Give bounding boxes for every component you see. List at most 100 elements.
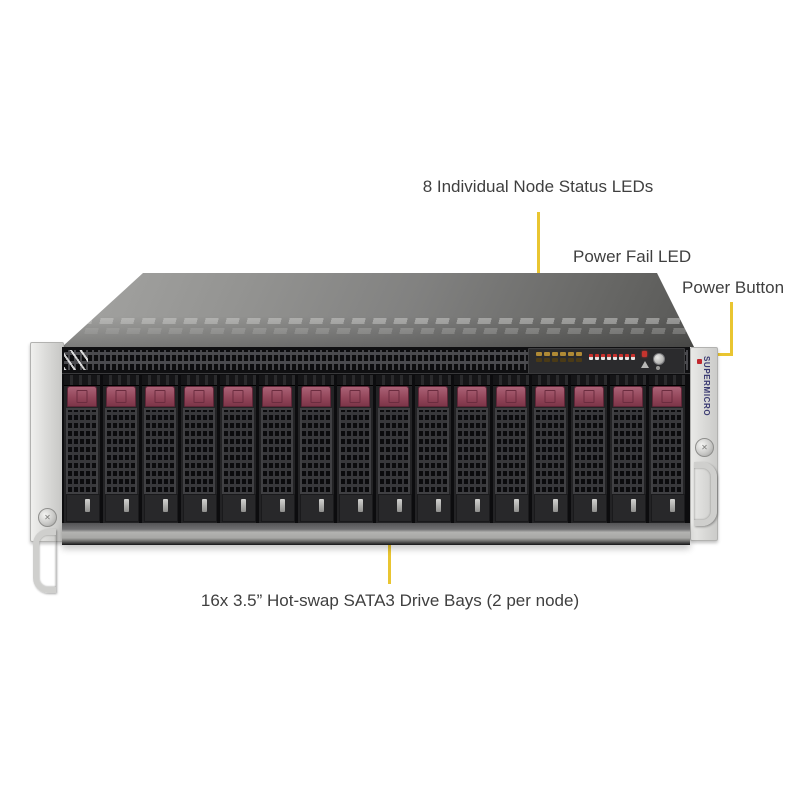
tray-clip [142,375,178,386]
power-button [653,353,665,365]
brand-text: SUPERMICRO [702,356,711,417]
server-chassis: ✕ SUPERMICRO ✕ [28,272,718,593]
tray-led-window [475,499,480,512]
tray-bottom [261,494,295,522]
tray-perforated-face [222,408,254,494]
tray-perforated-face [66,408,98,494]
tray-perforated-face [183,408,215,494]
tray-latch [262,386,292,407]
tray-led-window [592,499,597,512]
tray-led-window [553,499,558,512]
vent-led-cell [536,358,542,362]
tray-bottom [183,494,217,522]
tray-clip [493,375,529,386]
drive-tray [415,375,451,523]
callout-line-power-button-vertical [730,302,733,356]
tray-bottom [300,494,334,522]
thumbscrew-right-icon: ✕ [695,438,714,457]
drive-tray [649,375,685,523]
brand-badge: SUPERMICRO [697,356,711,417]
tray-bottom [417,494,451,522]
rack-handle-right [694,462,717,526]
tray-latch [574,386,604,407]
tray-clip [376,375,412,386]
tray-perforated-face [495,408,527,494]
tray-perforated-face [612,408,644,494]
tray-led-window [124,499,129,512]
vent-led-cell [552,352,558,356]
vent-led-cell [560,352,566,356]
drive-tray [610,375,646,523]
tray-clip [298,375,334,386]
vent-led-cell [568,358,574,362]
tray-latch [418,386,448,407]
tray-bottom [456,494,490,522]
tray-clip [571,375,607,386]
tray-bottom [534,494,568,522]
drive-tray [454,375,490,523]
supermicro-logo-mark-icon [697,359,702,364]
thumbscrew-left-icon: ✕ [38,508,57,527]
tray-led-window [163,499,168,512]
drive-bay-area [62,373,690,524]
tray-led-window [670,499,675,512]
tray-clip [220,375,256,386]
control-panel [528,348,685,374]
rack-ear-left: ✕ [30,342,64,593]
annotation-node-status-leds-label: 8 Individual Node Status LEDs [422,177,654,196]
tray-latch [457,386,487,407]
vent-led-cell [576,358,582,362]
tray-clip [532,375,568,386]
tray-bottom [378,494,412,522]
drive-tray [571,375,607,523]
power-fail-led [642,351,647,357]
tray-latch [379,386,409,407]
tray-led-window [397,499,402,512]
tray-led-window [319,499,324,512]
node-status-led [607,354,611,360]
tray-perforated-face [651,408,683,494]
tray-bottom [495,494,529,522]
node-status-led [595,354,599,360]
chassis-bottom-rail [62,523,690,545]
node-status-led [625,354,629,360]
annotation-power-fail-led-label: Power Fail LED [573,247,692,266]
tray-led-window [631,499,636,512]
drive-tray [298,375,334,523]
chassis-front [62,347,690,545]
vent-led-cell [560,358,566,362]
annotation-drive-bays-label: 16x 3.5” Hot-swap SATA3 Drive Bays (2 pe… [200,591,580,610]
drive-tray [532,375,568,523]
tray-led-window [202,499,207,512]
vent-led-cell [568,352,574,356]
tray-led-window [85,499,90,512]
rack-handle-left [33,529,56,593]
tray-latch [145,386,175,407]
tray-led-window [358,499,363,512]
tray-perforated-face [261,408,293,494]
tray-clip [259,375,295,386]
vent-led-cell [552,358,558,362]
tray-bottom [651,494,685,522]
tray-led-window [241,499,246,512]
tray-latch [535,386,565,407]
tray-clip [610,375,646,386]
tray-latch [67,386,97,407]
vent-led-cell [544,352,550,356]
node-status-led [619,354,623,360]
tray-bottom [339,494,373,522]
tray-clip [649,375,685,386]
drive-tray [220,375,256,523]
tray-clip [337,375,373,386]
vent-led-cell [536,352,542,356]
tray-perforated-face [144,408,176,494]
node-status-led [601,354,605,360]
node-status-leds [589,354,635,360]
tray-led-window [436,499,441,512]
tray-latch [613,386,643,407]
tray-led-window [280,499,285,512]
warning-triangle-icon [641,361,649,368]
tray-led-window [514,499,519,512]
drive-tray [142,375,178,523]
